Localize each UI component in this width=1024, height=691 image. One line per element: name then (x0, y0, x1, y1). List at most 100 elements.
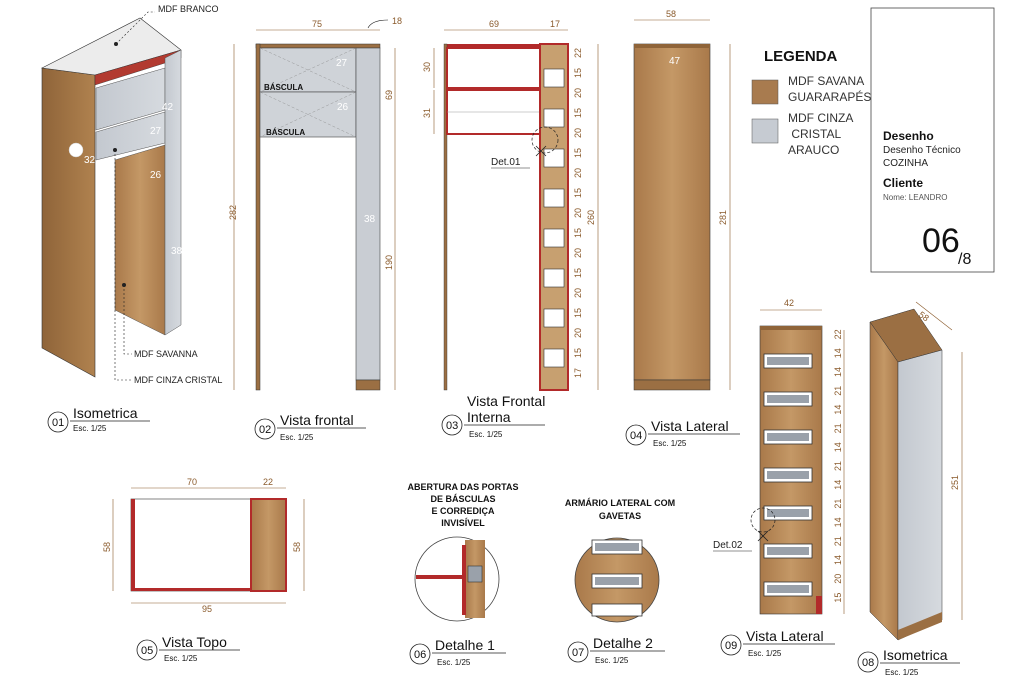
internal-drawer-dim: 15 (573, 108, 583, 118)
v06-number: 06 (414, 649, 426, 661)
v02-scale: Esc. 1/25 (280, 433, 314, 442)
internal-drawer-dim: 15 (573, 348, 583, 358)
front-dim-18: 18 (392, 16, 402, 26)
detail1-note-line-2: DE BÁSCULAS (430, 494, 495, 504)
internal-top-red (444, 44, 568, 48)
detail2-drawer-2-slide (595, 577, 639, 585)
internal-drawer-dim: 15 (573, 188, 583, 198)
v09-title: Vista Lateral (746, 628, 824, 644)
v08-number: 08 (862, 657, 874, 669)
internal-drawer-dim: 15 (573, 228, 583, 238)
detail1-red-v (462, 545, 466, 615)
front-number-27: 27 (336, 58, 348, 69)
v07-number: 07 (572, 647, 584, 659)
v06-title: Detalhe 1 (435, 637, 495, 653)
iso08-side (897, 349, 943, 641)
top-dim-58b: 58 (292, 542, 302, 552)
view-03-internal-front: Det.01 69 17 30 31 260 22152015201520152… (422, 19, 599, 391)
callout-line-savanna (123, 285, 132, 355)
internal-dim-30: 30 (422, 62, 432, 72)
side-top-edge (634, 44, 710, 48)
v02-number: 02 (259, 424, 271, 436)
top-dim-95: 95 (202, 604, 212, 614)
side-drawer-slide (767, 395, 809, 403)
internal-drawer-dim: 20 (573, 288, 583, 298)
iso08-dim-58: 58 (917, 309, 931, 323)
side-drawer-slide (767, 547, 809, 555)
detail-2: ARMÁRIO LATERAL COM GAVETAS (565, 498, 675, 623)
legend-item-1-line-1: MDF SAVANA (788, 74, 864, 88)
top-left-red (131, 499, 135, 591)
side-drawer-dim: 14 (833, 480, 843, 490)
front-dim-75: 75 (312, 19, 322, 29)
internal-drawer (543, 68, 565, 88)
iso08-front (869, 321, 899, 641)
v01-scale: Esc. 1/25 (73, 424, 107, 433)
callout-line-branco (115, 11, 155, 45)
detail1-note-line-3: E CORREDIÇA (431, 506, 495, 516)
internal-drawer (543, 268, 565, 288)
detail2-drawer-3 (591, 603, 643, 617)
internal-drawer-dim: 20 (573, 168, 583, 178)
side-drawer-dim: 22 (833, 329, 843, 339)
title-block-frame (870, 7, 995, 273)
side-drawer-slide (767, 509, 809, 517)
v07-scale: Esc. 1/25 (595, 656, 629, 665)
side-plinth (633, 379, 711, 391)
side-number-47: 47 (669, 56, 681, 67)
internal-drawer-dim: 20 (573, 88, 583, 98)
side-drawer-dim: 14 (833, 442, 843, 452)
iso-number-32: 32 (84, 155, 96, 166)
v05-title: Vista Topo (162, 634, 227, 650)
tb-sheet-total: /8 (958, 251, 971, 268)
v08-title: Isometrica (883, 647, 948, 663)
title-block: Desenho Desenho Técnico COZINHA Cliente … (870, 7, 995, 273)
legend-title: LEGENDA (764, 48, 838, 65)
v08-scale: Esc. 1/25 (885, 668, 919, 677)
iso-number-27: 27 (150, 126, 162, 137)
iso-grey-side (164, 49, 182, 336)
internal-dim-69: 69 (489, 19, 499, 29)
internal-drawer (543, 348, 565, 368)
v03-title-line-2: Interna (467, 409, 511, 425)
internal-drawer-dim: 20 (573, 208, 583, 218)
detail2-drawer-1-slide (595, 543, 639, 551)
front-grey-column (355, 47, 381, 381)
side-drawer-slide (767, 585, 809, 593)
legend-item-2-line-2: CRISTAL (788, 127, 841, 141)
internal-drawer-dim: 22 (573, 48, 583, 58)
v01-number: 01 (52, 417, 64, 429)
iso-number-26: 26 (150, 170, 162, 181)
detail-02-marker (750, 507, 776, 533)
v03-title-line-1: Vista Frontal (467, 393, 545, 409)
internal-dim-260: 260 (586, 210, 596, 225)
v05-number-circle (136, 639, 158, 661)
tb-desenho-label: Desenho (883, 129, 934, 143)
v07-title: Detalhe 2 (593, 635, 653, 651)
detail2-note-line-1: ARMÁRIO LATERAL COM (565, 498, 675, 508)
side-drawer-slide (767, 433, 809, 441)
v04-number-circle (625, 424, 647, 446)
legend-item-1-line-2: GUARARAPÉS (788, 89, 871, 104)
view-titles: 01 Isometrica Esc. 1/25 02 Vista frontal… (47, 393, 960, 677)
front-number-26: 26 (337, 102, 349, 113)
front-door2-diag-a (259, 91, 357, 138)
front-plinth (355, 379, 381, 391)
front-dim-190: 190 (384, 255, 394, 270)
detail-02-label: Det.02 (713, 540, 743, 551)
detail-1: ABERTURA DAS PORTAS DE BÁSCULAS E CORRED… (407, 482, 519, 622)
front-door2-diag-b (259, 91, 357, 138)
top-bottom-red (135, 588, 251, 591)
v09-number: 09 (725, 640, 737, 652)
v08-number-circle (857, 651, 879, 673)
side-drawer-dim: 20 (833, 574, 843, 584)
view-04-side: 47 58 281 (633, 9, 731, 391)
internal-drawer (543, 108, 565, 128)
legend-item-2-line-1: MDF CINZA (788, 111, 853, 125)
v03-scale: Esc. 1/25 (469, 430, 503, 439)
top-dim-22: 22 (263, 477, 273, 487)
internal-drawer-dim: 20 (573, 128, 583, 138)
